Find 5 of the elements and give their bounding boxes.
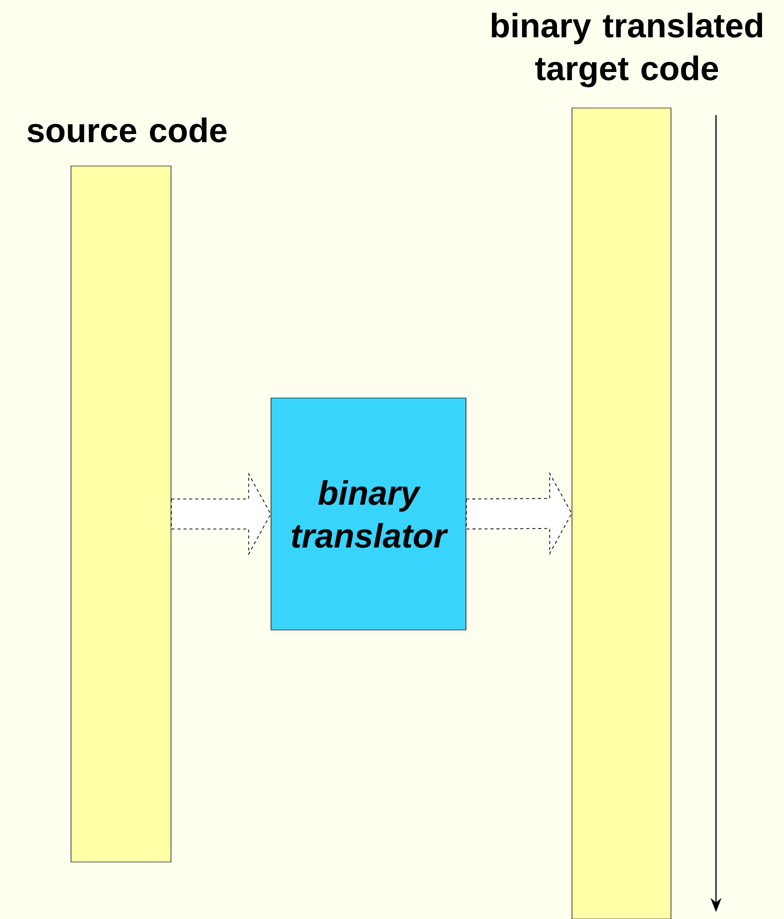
- translator-box: binary translator: [270, 398, 466, 630]
- column-heading: binary translated target code: [492, 12, 762, 88]
- block-arrow: [466, 472, 572, 556]
- block-arrow: [170, 472, 272, 556]
- column-heading: source code: [27, 118, 227, 142]
